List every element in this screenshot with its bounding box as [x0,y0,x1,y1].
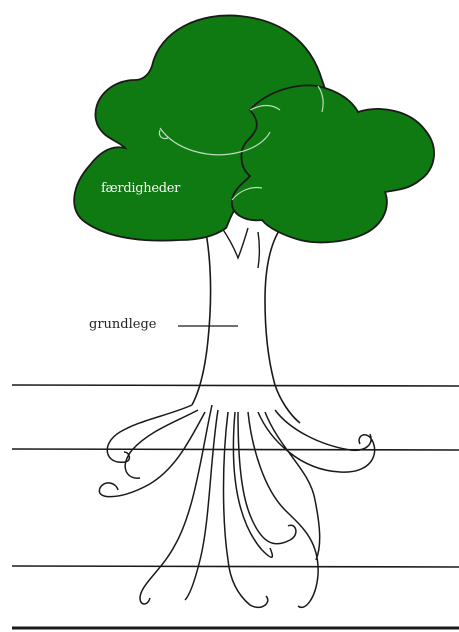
crown-label: færdigheder [101,181,180,196]
roots [99,405,374,607]
trunk-label: grundlege [89,317,156,332]
ground-line-2 [12,449,459,450]
trunk-outline [192,222,300,423]
crown-right-blob [232,85,434,242]
trunk-branch-lines [222,228,260,268]
ground-line-3 [12,566,459,567]
ground-line-1 [12,385,459,386]
